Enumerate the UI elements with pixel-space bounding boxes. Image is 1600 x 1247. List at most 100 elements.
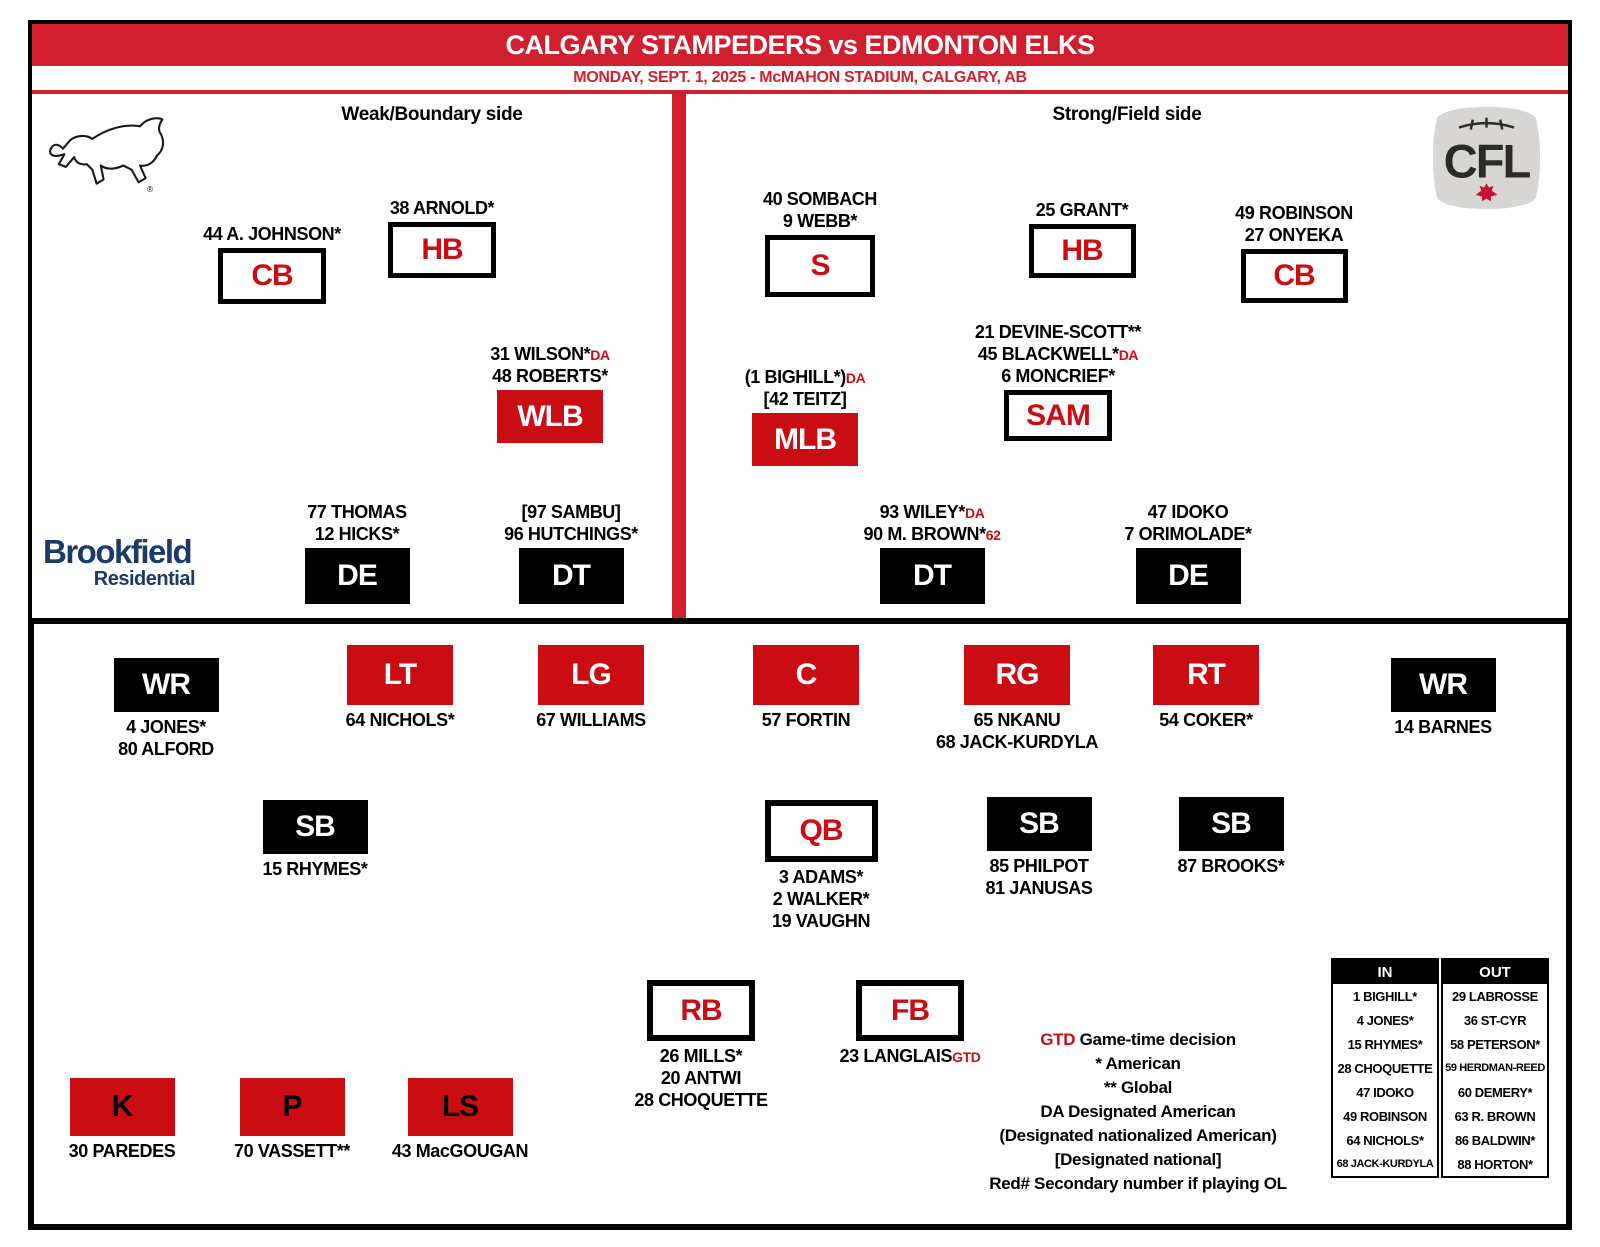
player-labels-mlb: (1 BIGHILL*)DA[42 TEITZ] (605, 366, 1005, 410)
player-name: 38 ARNOLD* (389, 198, 495, 218)
roster-out-player: 36 ST-CYR (1463, 1012, 1527, 1028)
player-name: [42 TEITZ] (763, 389, 847, 409)
roster-out-header: OUT (1443, 960, 1547, 984)
player-labels-c: 57 FORTIN (606, 709, 1006, 731)
legend-tag: GTD (1040, 1030, 1076, 1049)
legend-line: ** Global (918, 1076, 1358, 1100)
brookfield-wordmark: Brookfield (43, 533, 193, 570)
player-name: 43 MacGOUGAN (391, 1141, 529, 1161)
player-name: 96 HUTCHINGS* (504, 524, 638, 544)
player-name-line: 80 ALFORD (0, 738, 366, 760)
position-box-wr-left: WR (113, 658, 219, 712)
player-designation-tag: DA (1118, 347, 1139, 363)
player-name: 23 LANGLAIS (839, 1046, 953, 1066)
roster-out-player: 58 PETERSON* (1450, 1036, 1540, 1052)
roster-in-header: IN (1333, 960, 1437, 984)
player-name: 77 THOMAS (307, 502, 407, 522)
player-name: 9 WEBB* (782, 211, 858, 231)
roster-out-player: 88 HORTON* (1457, 1156, 1533, 1172)
player-name-line: (1 BIGHILL*)DA (605, 366, 1005, 388)
player-designation-tag: DA (965, 505, 985, 521)
player-name: 57 FORTIN (761, 710, 851, 730)
roster-in-player: 47 IDOKO (1356, 1084, 1414, 1100)
legend-block: GTD Game-time decision * American ** Globa… (918, 1028, 1358, 1196)
player-name-line: 9 WEBB* (620, 210, 1020, 232)
cfl-badge-icon: CFL (1432, 106, 1541, 210)
player-labels-wr-left: 4 JONES*80 ALFORD (0, 716, 366, 760)
roster-in-player: 49 ROBINSON (1343, 1108, 1427, 1124)
player-name: 81 JANUSAS (985, 878, 1093, 898)
strong-side-label: Strong/Field side (1052, 104, 1202, 125)
position-box-hb-strong: HB (1028, 224, 1136, 278)
player-name: 20 ANTWI (660, 1068, 742, 1088)
position-box-hb-weak: HB (388, 222, 496, 278)
position-box-qb: QB (764, 800, 878, 862)
roster-out-player: 60 DEMERY* (1457, 1084, 1533, 1100)
position-box-de-weak: DE (304, 548, 410, 604)
legend-text: * American (1095, 1054, 1181, 1073)
player-name: 7 ORIMOLADE* (1124, 524, 1252, 544)
player-name-line: 25 GRANT* (882, 199, 1282, 221)
legend-line: * American (918, 1052, 1358, 1076)
player-name: 49 ROBINSON (1235, 203, 1353, 223)
player-name: 80 ALFORD (118, 739, 214, 759)
legend-text: Game-time decision (1079, 1030, 1236, 1049)
player-name-line: 64 NICHOLS* (200, 709, 600, 731)
legend-text: DA Designated American (1040, 1102, 1236, 1121)
player-name: 87 BROOKS* (1177, 856, 1285, 876)
player-designation-tag: DA (845, 370, 866, 386)
position-box-dt-weak: DT (518, 548, 624, 604)
position-box-sb-left: SB (262, 800, 368, 854)
position-box-lg: LG (538, 645, 644, 705)
player-name-line: 38 ARNOLD* (242, 197, 642, 219)
player-name-line: 31 WILSON*DA (350, 343, 750, 365)
roster-in-player: 64 NICHOLS* (1346, 1132, 1424, 1148)
player-name: 85 PHILPOT (989, 856, 1089, 876)
player-designation-tag: GTD (952, 1049, 981, 1065)
player-name: 54 COKER* (1159, 710, 1253, 730)
player-name-line: [42 TEITZ] (605, 388, 1005, 410)
legend-line: DA Designated American (918, 1100, 1358, 1124)
player-name-line: 3 ADAMS* (621, 866, 1021, 888)
position-box-cb-weak: CB (218, 248, 326, 304)
player-name: 27 ONYEKA (1244, 225, 1344, 245)
position-box-rt: RT (1153, 645, 1259, 705)
position-box-fb: FB (856, 980, 964, 1041)
position-box-lt: LT (347, 645, 453, 705)
position-box-k: K (69, 1078, 175, 1136)
player-name-line: 26 MILLS* (501, 1045, 901, 1067)
player-name-line: 44 A. JOHNSON* (72, 223, 472, 245)
legend-text: Red# Secondary number if playing OL (989, 1174, 1287, 1193)
player-name-line: 28 CHOQUETTE (501, 1089, 901, 1111)
player-labels-wr-right: 14 BARNES (1243, 716, 1600, 738)
roster-out-player: 63 R. BROWN (1454, 1108, 1536, 1124)
player-name: 28 CHOQUETTE (634, 1090, 768, 1110)
player-name-line: 57 FORTIN (606, 709, 1006, 731)
player-name: 6 MONCRIEF* (1001, 366, 1115, 386)
player-name-line: 40 SOMBACH (620, 188, 1020, 210)
player-name-line: 87 BROOKS* (1031, 855, 1431, 877)
player-labels-lg: 67 WILLIAMS (391, 709, 791, 731)
registered-mark: ® (147, 184, 154, 194)
position-box-mlb: MLB (752, 413, 858, 466)
player-name-line: [97 SAMBU] (371, 501, 771, 523)
player-name-line: 47 IDOKO (988, 501, 1388, 523)
roster-out-player: 29 LABROSSE (1452, 988, 1538, 1004)
field-side-divider (672, 94, 686, 618)
legend-line: (Designated nationalized American) (918, 1124, 1358, 1148)
position-box-dt-strong: DT (879, 548, 985, 604)
player-labels-hb-strong: 25 GRANT* (882, 199, 1282, 221)
player-name: 47 IDOKO (1147, 502, 1229, 522)
weak-side-label: Weak/Boundary side (341, 104, 523, 125)
position-box-rb: RB (647, 980, 755, 1041)
player-name-line: 19 VAUGHN (621, 910, 1021, 932)
player-name: 21 DEVINE-SCOTT** (974, 322, 1142, 342)
position-box-c: C (753, 645, 859, 705)
player-name-line: 20 ANTWI (501, 1067, 901, 1089)
